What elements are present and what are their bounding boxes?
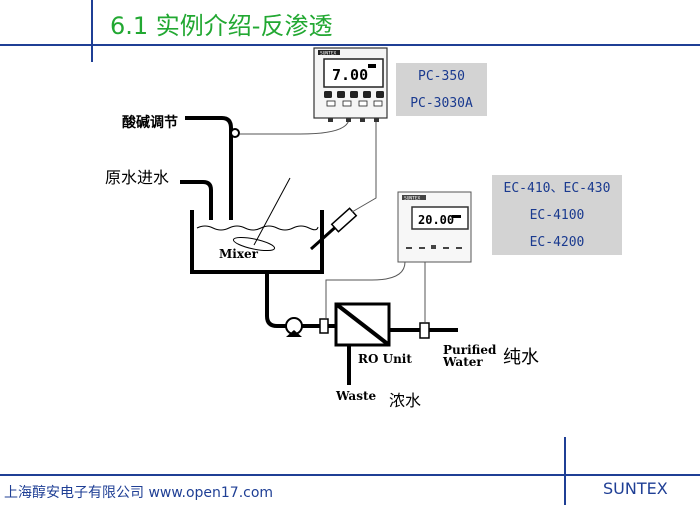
acid-base-label: 酸碱调节 bbox=[122, 115, 178, 131]
footer-brand: SUNTEX bbox=[603, 479, 668, 498]
footer-vertical-rule bbox=[564, 437, 566, 505]
footer-rule bbox=[0, 474, 700, 476]
raw-water-pipe bbox=[180, 180, 213, 220]
ec-display-value: 20.00 bbox=[418, 213, 454, 227]
ec-cable-inlet bbox=[325, 261, 406, 318]
ro-unit-label: RO Unit bbox=[358, 352, 412, 366]
header-vertical-rule bbox=[91, 0, 93, 62]
ec-model-1: EC-410、EC-430 bbox=[503, 181, 611, 196]
header-rule bbox=[0, 44, 700, 46]
feed-sensor bbox=[319, 318, 329, 334]
mixer-blade bbox=[232, 236, 276, 252]
pc-model-1: PC-350 bbox=[418, 69, 465, 84]
ec-brand: SUNTEX bbox=[404, 196, 421, 202]
waste-label: Waste bbox=[336, 389, 377, 403]
raw-water-label: 原水进水 bbox=[105, 168, 170, 187]
ec-model-3: EC-4200 bbox=[529, 235, 585, 250]
mixer-shaft bbox=[253, 177, 291, 246]
pump-base bbox=[286, 330, 302, 337]
pc-model-2: PC-3030A bbox=[410, 96, 473, 111]
footer-company: 上海醇安电子有限公司 www.open17.com bbox=[4, 485, 274, 501]
pc-meter-instrument: SUNTEX 7.00 bbox=[313, 47, 388, 122]
purified-label-line2: Water bbox=[443, 355, 483, 369]
concentrate-label: 浓水 bbox=[389, 391, 422, 410]
pc-brand: SUNTEX bbox=[320, 51, 337, 57]
permeate-sensor bbox=[419, 322, 430, 339]
mixer-label: Mixer bbox=[219, 247, 258, 261]
ec-model-2: EC-4100 bbox=[529, 208, 585, 223]
page-title: 6.1 实例介绍-反渗透 bbox=[110, 12, 333, 40]
pc-model-box: PC-350 PC-3030A bbox=[396, 63, 487, 116]
purified-label-line1: Purified bbox=[443, 343, 497, 357]
dosing-valve bbox=[230, 128, 240, 138]
acid-base-pipe bbox=[185, 116, 233, 220]
ro-membrane-diagonal bbox=[334, 302, 391, 347]
pc-display-value: 7.00 bbox=[332, 66, 368, 84]
pure-water-label: 纯水 bbox=[503, 347, 539, 368]
pc-cable-to-electrode bbox=[351, 118, 377, 213]
tank-outlet-pipe bbox=[265, 272, 291, 328]
ec-meter-instrument: SUNTEX 20.00 bbox=[397, 191, 472, 263]
water-surface bbox=[196, 225, 319, 231]
ec-model-box: EC-410、EC-430 EC-4100 EC-4200 bbox=[492, 175, 622, 255]
